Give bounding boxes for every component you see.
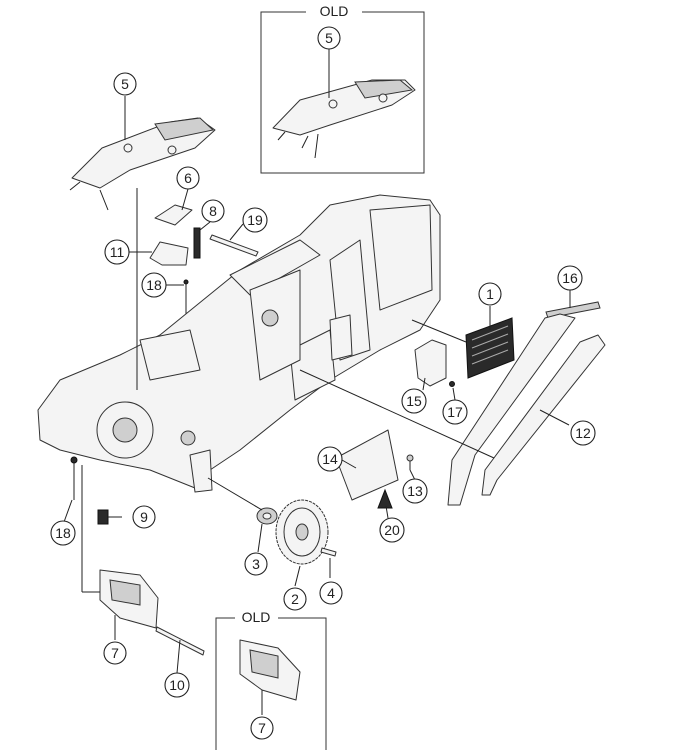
svg-text:2: 2 <box>291 591 299 607</box>
svg-text:10: 10 <box>169 677 185 693</box>
old-box-bottom: OLD <box>215 609 327 750</box>
callout-2: 2 <box>283 587 307 611</box>
callout-10: 10 <box>164 672 190 698</box>
callout-19: 19 <box>242 207 268 233</box>
part-12-rails <box>447 313 606 506</box>
callout-14: 14 <box>317 446 343 472</box>
part-4-screw <box>320 547 337 557</box>
svg-text:15: 15 <box>406 393 422 409</box>
svg-text:18: 18 <box>55 525 71 541</box>
callout-5: 5 <box>113 72 137 96</box>
svg-text:5: 5 <box>121 76 129 92</box>
part-8-spring <box>193 227 201 259</box>
part-2-sprocket <box>275 499 329 565</box>
part-6-clip <box>154 204 193 226</box>
part-11-bracket <box>149 241 189 266</box>
svg-text:14: 14 <box>322 451 338 467</box>
svg-text:4: 4 <box>327 585 335 601</box>
svg-text:20: 20 <box>384 522 400 538</box>
svg-text:3: 3 <box>252 556 260 572</box>
svg-text:8: 8 <box>209 203 217 219</box>
part-7-old-lever <box>239 639 301 701</box>
callout-16: 16 <box>557 265 583 291</box>
old-box-top-label: OLD <box>320 3 349 19</box>
part-3-bushing <box>256 507 278 525</box>
callout-3: 3 <box>244 552 268 576</box>
callout-4: 4 <box>319 581 343 605</box>
callout-5-old: 5 <box>317 26 341 50</box>
part-5-cover <box>69 117 216 211</box>
svg-text:17: 17 <box>447 404 463 420</box>
callout-20: 20 <box>379 517 405 543</box>
svg-text:1: 1 <box>486 286 494 302</box>
part-13-screw <box>406 454 414 470</box>
callout-13: 13 <box>402 478 428 504</box>
callout-18-lower: 18 <box>50 520 76 546</box>
svg-text:16: 16 <box>562 270 578 286</box>
callout-1: 1 <box>478 282 502 306</box>
part-7-lever <box>99 569 159 629</box>
callout-8: 8 <box>201 199 225 223</box>
svg-text:19: 19 <box>247 212 263 228</box>
part-17-screw <box>449 381 455 387</box>
callout-6: 6 <box>176 166 200 190</box>
part-15-bracket <box>414 339 447 387</box>
part-1-label-plate <box>465 317 515 379</box>
svg-text:6: 6 <box>184 170 192 186</box>
leader-lines <box>63 48 571 715</box>
svg-text:7: 7 <box>258 720 266 736</box>
callout-17: 17 <box>442 399 468 425</box>
part-5-old-cover <box>272 79 416 159</box>
callout-7: 7 <box>103 641 127 665</box>
callout-7-old: 7 <box>250 716 274 740</box>
svg-text:9: 9 <box>140 509 148 525</box>
svg-text:11: 11 <box>110 244 125 260</box>
callout-12: 12 <box>570 420 596 446</box>
svg-text:18: 18 <box>146 277 162 293</box>
svg-text:13: 13 <box>407 483 423 499</box>
callout-15: 15 <box>401 388 427 414</box>
part-9-spring <box>97 509 109 525</box>
callout-11: 11 <box>104 239 130 265</box>
callout-18-upper: 18 <box>141 272 167 298</box>
callout-9: 9 <box>132 505 156 529</box>
old-box-bottom-label: OLD <box>242 609 271 625</box>
main-feeder-frame <box>37 194 441 493</box>
svg-text:5: 5 <box>325 30 333 46</box>
part-14-plate <box>335 429 399 501</box>
svg-text:12: 12 <box>575 425 591 441</box>
svg-text:7: 7 <box>111 645 119 661</box>
part-19-pin <box>209 234 259 257</box>
part-18-pin-lower <box>70 456 78 500</box>
old-box-top: OLD <box>260 3 425 174</box>
part-20-triangle <box>377 488 393 509</box>
